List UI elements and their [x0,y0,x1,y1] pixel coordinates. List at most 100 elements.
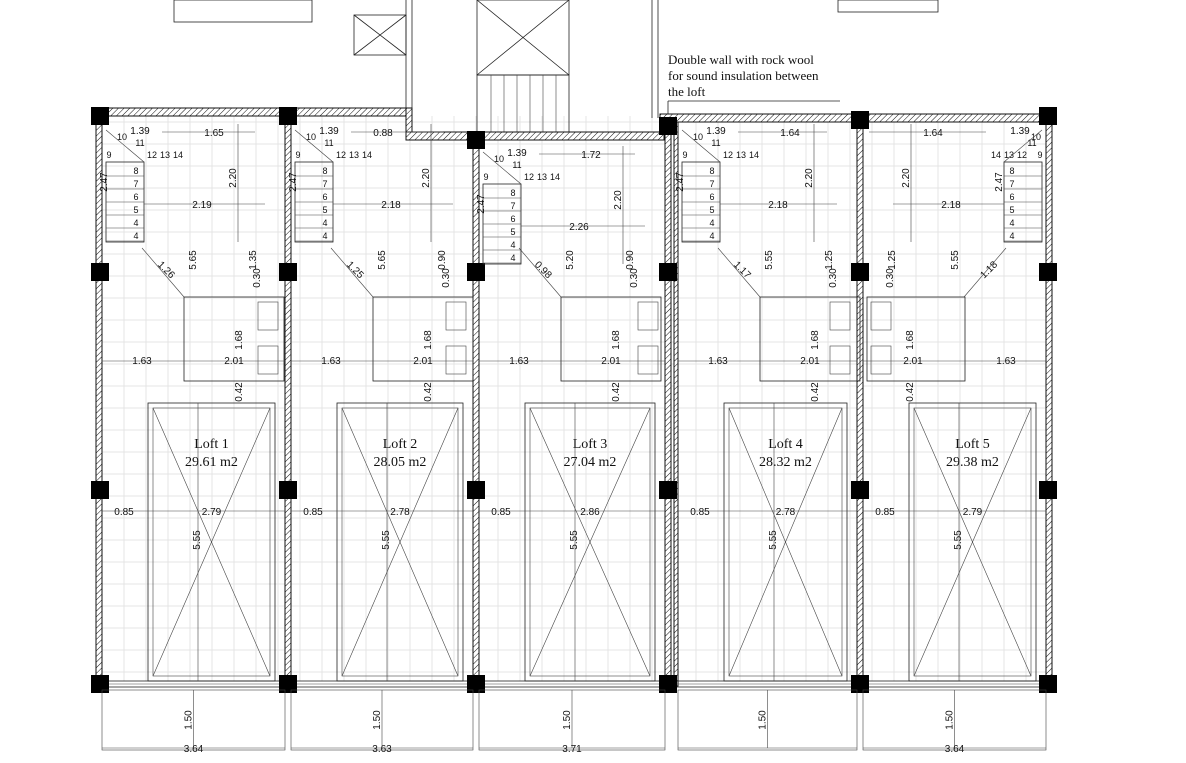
loft-area: 29.38 m2 [946,455,999,470]
main-room-inner [913,407,1032,677]
landing-dim: 2.18 [941,200,961,211]
step-number: 7 [709,179,714,189]
room-cross [913,407,1032,677]
upper-dim: 0.88 [373,128,393,139]
bath-width-dim: 2.01 [903,356,923,367]
left-dim: 1.63 [321,356,341,367]
diag-dim: 1.17 [731,259,753,281]
sound-insulation-note: Double wall with rock wool for sound ins… [667,52,840,114]
bath-fixture [445,345,467,375]
step-number: 6 [322,192,327,202]
side-dim: 0.85 [303,507,323,518]
room-cross [341,407,459,677]
step-number: 13 [160,150,170,160]
column [659,481,677,499]
step-number: 10 [494,154,504,164]
step-number: 5 [709,205,714,215]
hall-dim: 5.65 [188,250,199,270]
length-dim: 5.55 [192,530,203,550]
step-number: 13 [537,172,547,182]
up-height-dim: 2.20 [228,168,239,188]
width-dim: 2.79 [963,507,983,518]
stair-width-dim: 1.39 [706,126,726,137]
gap-dim: 0.42 [810,382,821,402]
step-number: 8 [709,166,714,176]
winder-line [1003,129,1043,163]
column [1039,107,1057,125]
diag-dim: 1.25 [344,259,366,281]
column [851,481,869,499]
side-dim: 0.85 [875,507,895,518]
step-number: 8 [510,188,515,198]
diag-line [518,247,562,298]
step-number: 4 [510,240,515,250]
main-room-inner [152,407,271,677]
bath-depth-dim: 1.68 [611,330,622,350]
side-dim: 0.85 [690,507,710,518]
main-room [723,402,848,682]
bath-fixture [870,301,892,331]
step-number: 10 [1031,132,1041,142]
main-room-inner [529,407,651,677]
winder-line [681,129,721,163]
column [91,481,109,499]
column [279,107,297,125]
stair-length-dim: 2.47 [476,194,487,214]
step-number: 13 [736,150,746,160]
main-room [336,402,464,682]
step-number: 7 [322,179,327,189]
step-number: 13 [1004,150,1014,160]
stair-length-dim: 2.47 [994,172,1005,192]
small-dim: 0.30 [885,268,896,288]
step-number: 8 [322,166,327,176]
loft-area: 27.04 m2 [564,455,617,470]
winder-line [482,151,522,185]
length-dim: 5.55 [768,530,779,550]
upper-dim: 1.64 [780,128,800,139]
bath-width-dim: 2.01 [800,356,820,367]
bath-fixture [445,301,467,331]
loft-area: 28.05 m2 [374,455,427,470]
note-line-2: for sound insulation between [668,68,819,83]
up-height-dim: 2.20 [804,168,815,188]
balcony-width-dim: 3.71 [562,744,582,755]
column [1039,263,1057,281]
diag-line [717,247,761,298]
bathroom [560,296,662,382]
left-dim: 1.63 [509,356,529,367]
column [851,263,869,281]
column [467,481,485,499]
step-number: 12 [1017,150,1027,160]
column [1039,675,1057,693]
column [1039,481,1057,499]
step-number: 4 [1009,218,1014,228]
bath-height-dim: 0.90 [437,250,448,270]
loft-name: Loft 5 [955,437,990,452]
step-number: 6 [133,192,138,202]
step-number: 4 [709,231,714,241]
step-number: 8 [1009,166,1014,176]
diag-line [141,247,185,298]
balcony-depth-dim: 1.50 [562,710,573,730]
bath-width-dim: 2.01 [601,356,621,367]
step-number: 9 [295,150,300,160]
stair-width-dim: 1.39 [507,148,527,159]
bathroom [183,296,285,382]
step-number: 11 [135,138,144,148]
balcony-depth-dim: 1.50 [758,710,769,730]
step-number: 4 [1009,231,1014,241]
bath-fixture [829,301,851,331]
diag-dim: 1.26 [155,259,177,281]
loft-name: Loft 3 [573,437,608,452]
column [91,107,109,125]
width-dim: 2.79 [202,507,222,518]
balcony-width-dim: 3.64 [184,744,204,755]
loft-name: Loft 1 [194,437,229,452]
gap-dim: 0.42 [905,382,916,402]
length-dim: 5.55 [953,530,964,550]
floor-tile-grid [101,116,1046,681]
step-number: 4 [510,253,515,263]
common-stair [476,74,570,133]
